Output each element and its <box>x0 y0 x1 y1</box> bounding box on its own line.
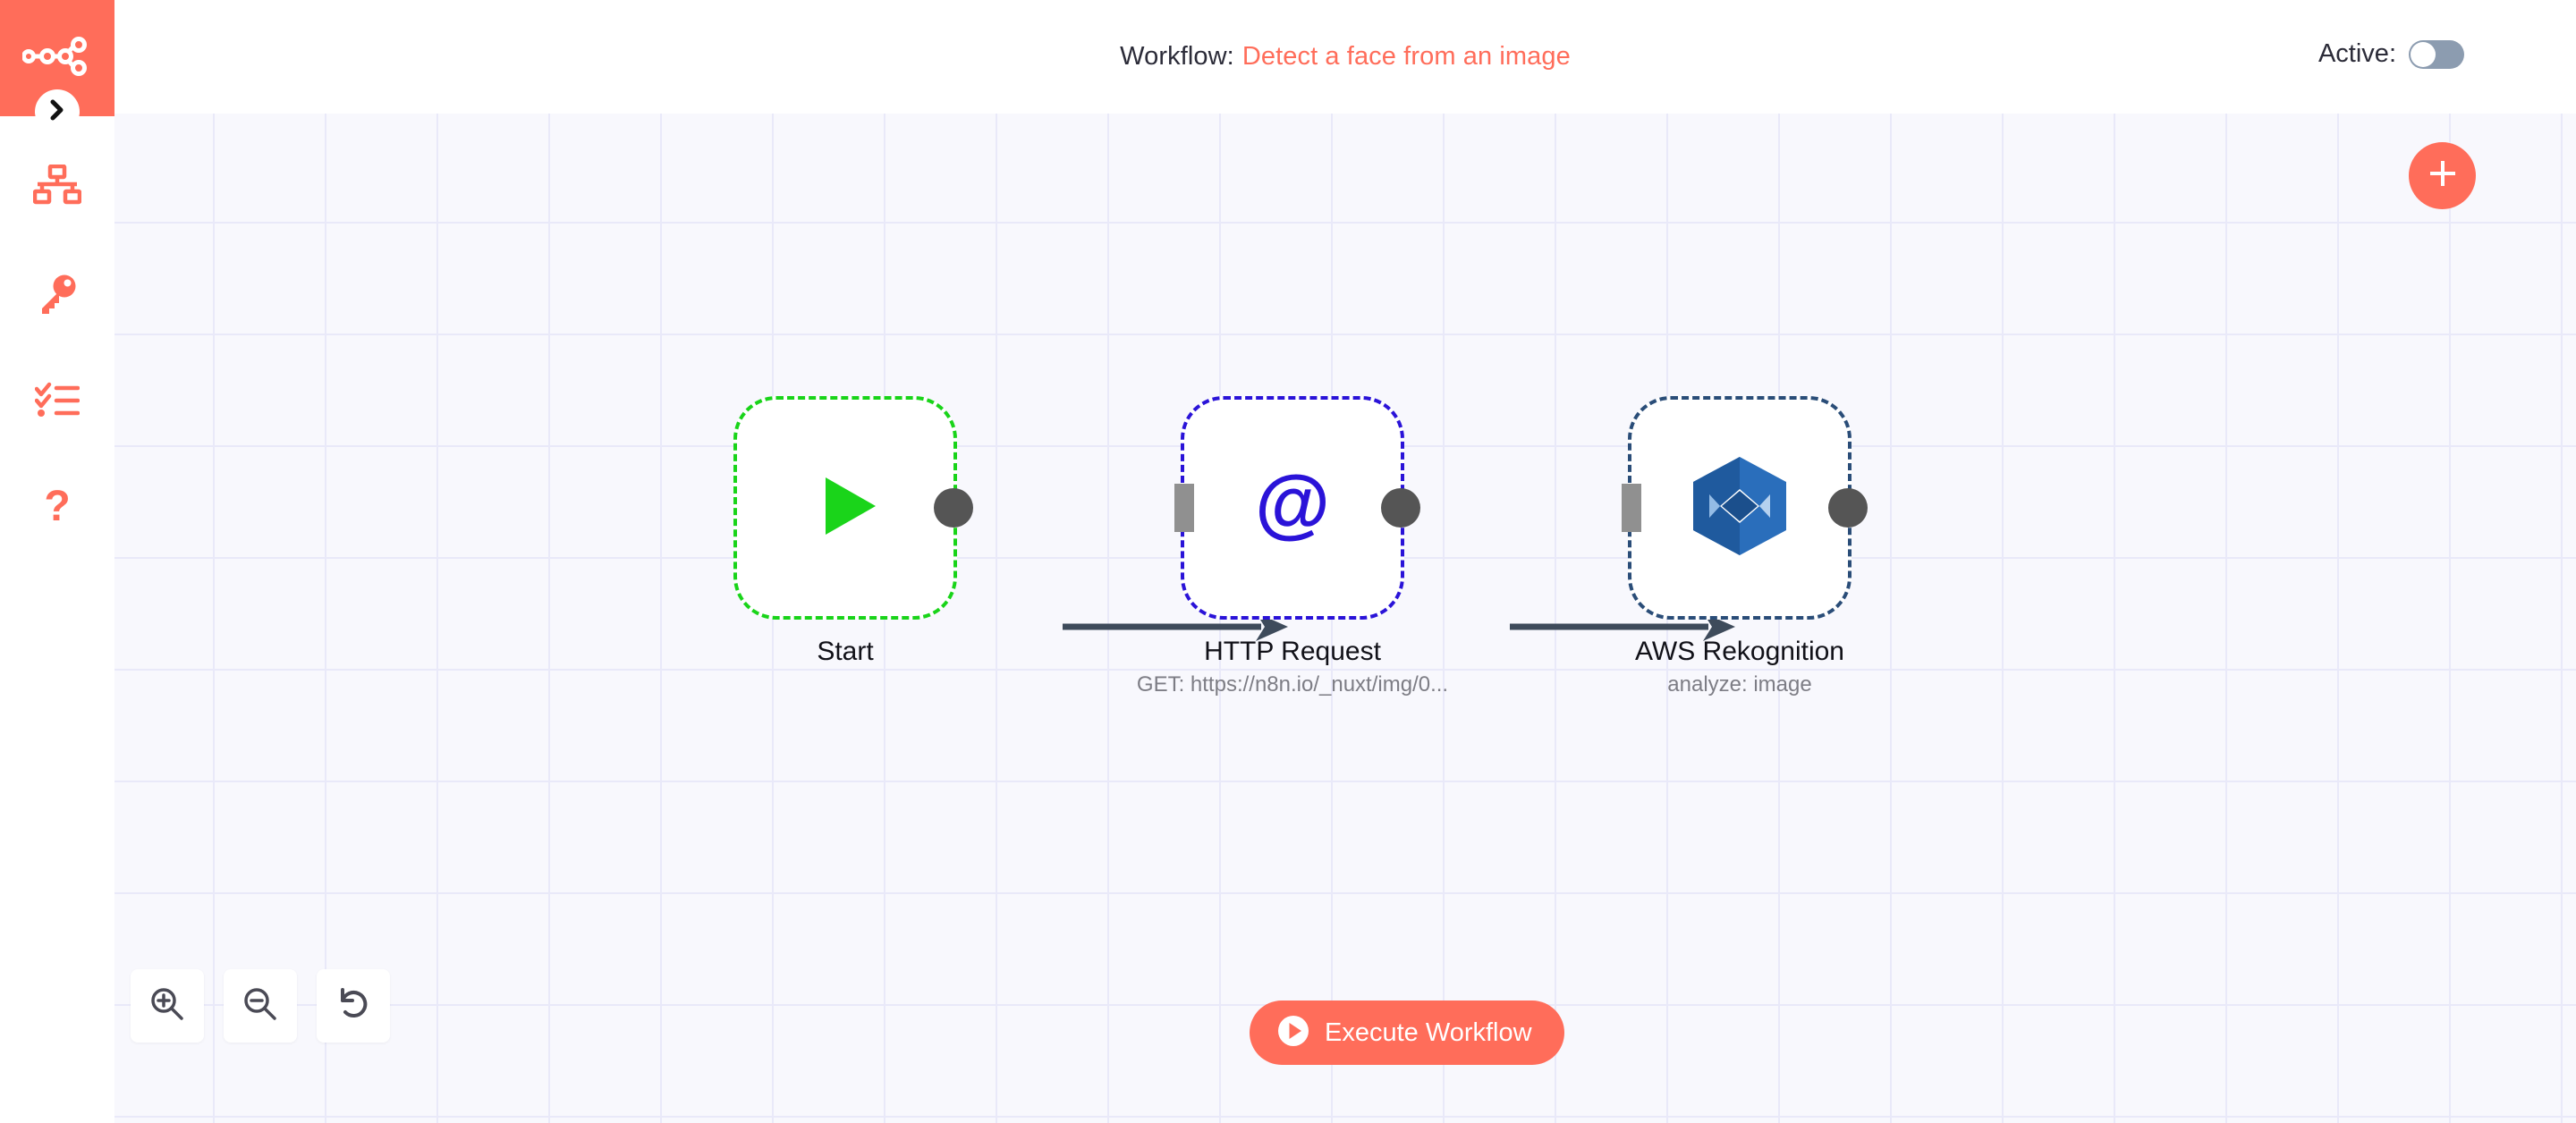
node-input-endpoint[interactable] <box>1174 484 1194 532</box>
node-start[interactable] <box>733 396 973 620</box>
reset-zoom-icon <box>335 985 372 1027</box>
question-mark-icon: ? <box>39 483 75 536</box>
play-circle-icon <box>1276 1014 1310 1052</box>
reset-zoom-button[interactable] <box>317 969 390 1043</box>
sitemap-icon <box>32 164 82 212</box>
node-input-endpoint[interactable] <box>1622 484 1641 532</box>
node-output-endpoint[interactable] <box>1828 488 1868 528</box>
header-bar: Workflow: Detect a face from an image Ac… <box>114 0 2576 114</box>
svg-text:@: @ <box>1255 460 1330 546</box>
execute-workflow-button[interactable]: Execute Workflow <box>1250 1001 1564 1065</box>
zoom-in-button[interactable] <box>131 969 204 1043</box>
active-toggle-group: Active: <box>2318 39 2464 69</box>
zoom-out-icon <box>242 985 279 1027</box>
sidebar: ? <box>0 0 114 1123</box>
sidebar-nav: ? <box>0 134 114 563</box>
node-title: AWS Rekognition <box>1635 637 1844 666</box>
workflow-title: Workflow: Detect a face from an image <box>114 0 2576 114</box>
node-caption-aws-rekognition: AWS Rekognition analyze: image <box>1427 637 2053 697</box>
node-output-endpoint[interactable] <box>934 488 973 528</box>
zoom-in-icon <box>148 985 186 1027</box>
sidebar-item-help[interactable]: ? <box>0 456 114 563</box>
node-output-endpoint[interactable] <box>1381 488 1420 528</box>
node-subtitle: analyze: image <box>1667 672 1812 697</box>
node-caption-http-request: HTTP Request GET: https://n8n.io/_nuxt/i… <box>979 637 1606 697</box>
plus-icon <box>2426 156 2460 195</box>
at-sign-icon: @ <box>1246 460 1339 557</box>
sidebar-item-credentials[interactable] <box>0 241 114 349</box>
node-caption-start: Start <box>532 637 1158 667</box>
svg-text:?: ? <box>44 485 70 530</box>
node-title: HTTP Request <box>1204 637 1381 666</box>
workflow-canvas[interactable]: Start @ HTTP Request GET: https://n8n.io… <box>114 114 2576 1123</box>
active-label: Active: <box>2318 39 2396 68</box>
active-toggle[interactable] <box>2409 39 2464 69</box>
node-http-request[interactable]: @ <box>1174 396 1420 620</box>
sidebar-item-workflows[interactable] <box>0 134 114 241</box>
workflow-name[interactable]: Detect a face from an image <box>1241 42 1571 71</box>
add-node-button[interactable] <box>2409 142 2476 209</box>
play-triangle-icon <box>804 465 886 552</box>
sidebar-expand-button[interactable] <box>35 89 80 134</box>
n8n-nodes-logo-icon <box>21 34 92 83</box>
node-title: Start <box>817 637 874 666</box>
node-aws-rekognition[interactable] <box>1622 396 1868 620</box>
chevron-right-icon <box>46 98 69 126</box>
toggle-knob <box>2411 41 2436 67</box>
node-subtitle: GET: https://n8n.io/_nuxt/img/0... <box>1136 672 1449 697</box>
sidebar-item-executions[interactable] <box>0 349 114 456</box>
connection-http-to-aws[interactable] <box>1510 596 1742 668</box>
workflow-label: Workflow: <box>1120 42 1234 71</box>
connection-start-to-http[interactable] <box>1063 596 1295 668</box>
aws-rekognition-cube-icon <box>1690 453 1790 563</box>
zoom-out-button[interactable] <box>224 969 297 1043</box>
checklist-icon <box>34 381 80 425</box>
execute-workflow-label: Execute Workflow <box>1325 1017 1532 1047</box>
zoom-controls <box>131 969 390 1043</box>
key-icon <box>35 271 80 320</box>
